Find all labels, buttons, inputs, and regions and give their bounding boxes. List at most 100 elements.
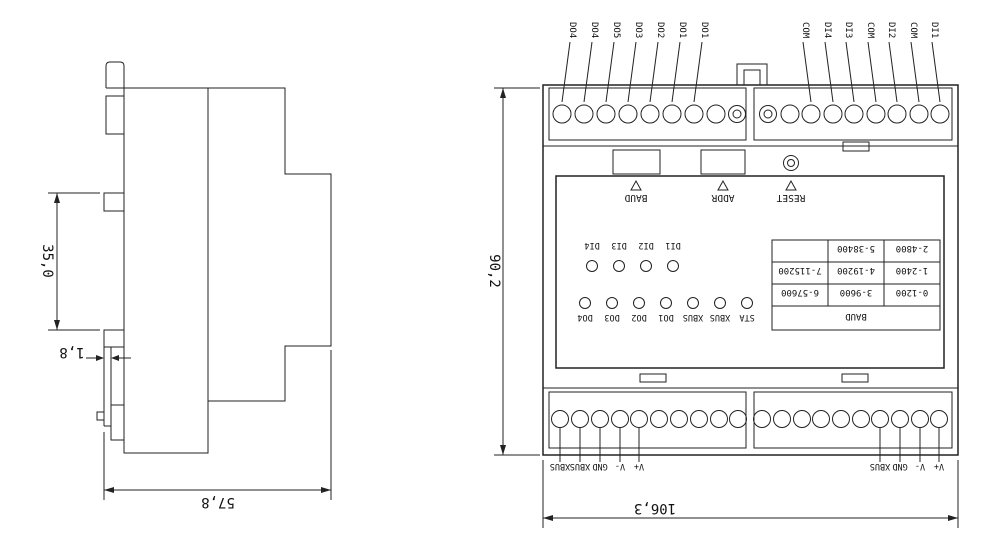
led-label: XBUS xyxy=(710,312,730,322)
terminal xyxy=(591,410,609,428)
side-view xyxy=(96,61,332,454)
terminal xyxy=(801,104,821,124)
baud-cell: 2-4800 xyxy=(896,243,929,253)
terminal xyxy=(611,410,629,428)
baud-cell: 0-1200 xyxy=(896,287,929,297)
divider-slot xyxy=(841,373,869,383)
triangle-up-icon xyxy=(630,179,642,191)
led xyxy=(687,297,699,309)
arrowhead-icon xyxy=(54,193,60,203)
led xyxy=(606,297,618,309)
terminal xyxy=(909,104,929,124)
terminal-label: XBUS xyxy=(550,461,570,471)
side-view-top-tab xyxy=(105,61,125,88)
dim-text: 90,2 xyxy=(486,254,502,288)
led-label: DO1 xyxy=(658,312,673,322)
arrowhead-icon xyxy=(543,515,553,521)
led-label: DI4 xyxy=(584,240,599,250)
led-label: STA xyxy=(739,312,754,322)
dimension-annotations: 35,0 1,8 57,8 90,2 xyxy=(39,87,959,528)
dim-text: 1,8 xyxy=(59,344,84,360)
baud-cell: 7-115200 xyxy=(778,265,821,275)
terminal xyxy=(852,410,870,428)
baud-cell: 5-38400 xyxy=(837,243,875,253)
bottom-left-terminal-labels: XBUS XBUS GND V- V+ xyxy=(550,461,644,471)
dim-text: 57,8 xyxy=(201,494,235,510)
dim-clip-thickness: 1,8 xyxy=(59,344,131,361)
side-view-lower-bracket xyxy=(110,404,124,441)
terminal xyxy=(662,104,682,124)
terminal xyxy=(710,410,728,428)
arrowhead-icon xyxy=(54,320,60,330)
terminal xyxy=(630,410,648,428)
terminal xyxy=(891,410,909,428)
dim-text: 106,3 xyxy=(634,500,676,516)
terminal xyxy=(596,104,616,124)
baud-button xyxy=(612,149,661,175)
terminal-label: GND xyxy=(592,461,607,471)
terminal xyxy=(812,410,830,428)
terminal-screw-inner xyxy=(732,109,742,119)
terminal-label: DI4 xyxy=(822,22,832,38)
dim-depth: 57,8 xyxy=(103,350,332,510)
terminal xyxy=(871,410,889,428)
led-label: DI1 xyxy=(665,240,680,250)
triangle-up-icon xyxy=(785,179,797,191)
dim-text: 35,0 xyxy=(39,244,55,278)
terminal xyxy=(684,104,704,124)
side-view-rail-hook-bottom xyxy=(103,329,124,348)
led xyxy=(633,297,645,309)
led xyxy=(741,297,753,309)
terminal-label: GND xyxy=(892,461,907,471)
terminal-label: DO1 xyxy=(677,22,687,38)
terminal-label: DO2 xyxy=(655,22,665,38)
arrowhead-icon xyxy=(500,88,506,98)
terminal xyxy=(930,104,950,124)
top-right-terminal-block xyxy=(753,87,953,141)
terminal-label: COM xyxy=(865,22,875,39)
terminal-label: V- xyxy=(615,461,625,471)
top-right-terminal-labels: COM DI4 DI3 COM DI2 COM DI1 xyxy=(800,22,939,39)
bottom-right-terminal-labels: XBUS GND V- V+ xyxy=(870,461,944,471)
baud-cell: 3-9600 xyxy=(840,287,873,297)
terminal xyxy=(780,104,800,124)
terminal-label: DO3 xyxy=(633,22,643,38)
bottom-right-terminal-circles xyxy=(753,410,948,428)
status-led-row: DO4 DO3 DO2 DO1 XBUS XBUS STA xyxy=(577,297,755,322)
terminal xyxy=(690,410,708,428)
terminal-label: XBUS xyxy=(570,461,590,471)
terminal-label: DO5 xyxy=(611,22,621,38)
baud-control-label: BAUD xyxy=(624,192,647,203)
led xyxy=(586,260,598,272)
divider-slot xyxy=(639,373,667,383)
arrowhead-icon xyxy=(111,355,119,361)
terminal-label: V+ xyxy=(634,461,644,471)
terminal-label: V+ xyxy=(934,461,944,471)
dim-height: 90,2 xyxy=(486,87,540,456)
dim-width: 106,3 xyxy=(542,460,959,528)
baud-table-border xyxy=(771,239,941,331)
side-view-outline xyxy=(106,87,332,454)
terminal xyxy=(823,104,843,124)
led-label: DO3 xyxy=(604,312,619,322)
terminal-label: XBUS xyxy=(870,461,890,471)
terminal xyxy=(670,410,688,428)
triangle-up-icon xyxy=(717,179,729,191)
terminal xyxy=(574,104,594,124)
reset-hole xyxy=(783,155,799,171)
addr-button xyxy=(700,149,746,175)
bottom-left-terminal-circles xyxy=(551,410,747,428)
terminal-label: DI2 xyxy=(886,22,896,38)
led xyxy=(640,260,652,272)
terminal xyxy=(773,410,791,428)
side-view-rail-hook-top xyxy=(103,192,124,212)
terminal xyxy=(618,104,638,124)
top-right-terminal-circles xyxy=(759,104,950,124)
terminal xyxy=(551,410,569,428)
baud-cell: 6-57600 xyxy=(781,287,819,297)
terminal xyxy=(887,104,907,124)
terminal xyxy=(911,410,929,428)
led-label: DI2 xyxy=(638,240,653,250)
baud-cell: 4-19200 xyxy=(837,265,875,275)
